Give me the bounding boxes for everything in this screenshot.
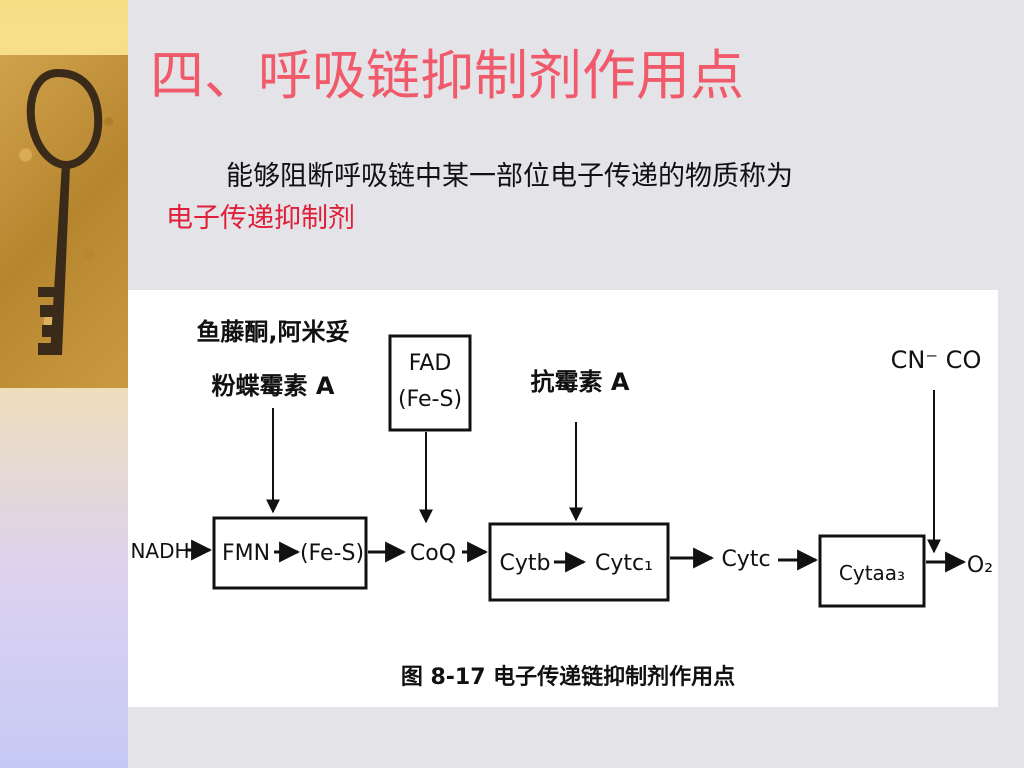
inhibitor-antimycin-label: 抗霉素 A — [531, 368, 630, 396]
cytaa3-label: Cytaa₃ — [839, 561, 905, 585]
inhibitor-rotenone-label: 鱼藤酮,阿米妥 — [196, 318, 349, 346]
fes-label: (Fe-S) — [300, 541, 364, 566]
fad-fes-label: (Fe-S) — [398, 387, 462, 412]
cytc-label: Cytc — [721, 547, 770, 572]
figure-caption: 图 8-17 电子传递链抑制剂作用点 — [401, 664, 735, 690]
fad-label: FAD — [409, 351, 452, 376]
key-photo — [0, 55, 128, 388]
cytb-label: Cytb — [500, 551, 551, 576]
coq-label: CoQ — [410, 541, 456, 566]
key-icon — [26, 68, 103, 355]
definition-text: 能够阻断呼吸链中某一部位电子传递的物质称为 — [226, 161, 793, 192]
slide-title: 四、呼吸链抑制剂作用点 — [150, 44, 744, 107]
complex-1-box — [212, 516, 368, 590]
highlight-term: 电子传递抑制剂 — [166, 203, 355, 234]
electron-transport-figure: 鱼藤酮,阿米妥 粉蝶霉素 A FAD (Fe-S) 抗霉素 A CN⁻ CO N… — [128, 290, 998, 707]
cytc1-label: Cytc₁ — [595, 551, 653, 576]
complex-3-box — [488, 522, 670, 602]
fad-box — [388, 334, 472, 432]
inhibitor-cyanide-label: CN⁻ CO — [891, 346, 982, 374]
fmn-label: FMN — [222, 541, 270, 566]
inhibitor-piericidin-label: 粉蝶霉素 A — [212, 372, 335, 400]
diagram-svg: 鱼藤酮,阿米妥 粉蝶霉素 A FAD (Fe-S) 抗霉素 A CN⁻ CO N… — [130, 318, 993, 690]
o2-label: O₂ — [967, 553, 993, 578]
complex-4-box — [818, 534, 926, 608]
nadh-label: NADH — [130, 539, 189, 563]
